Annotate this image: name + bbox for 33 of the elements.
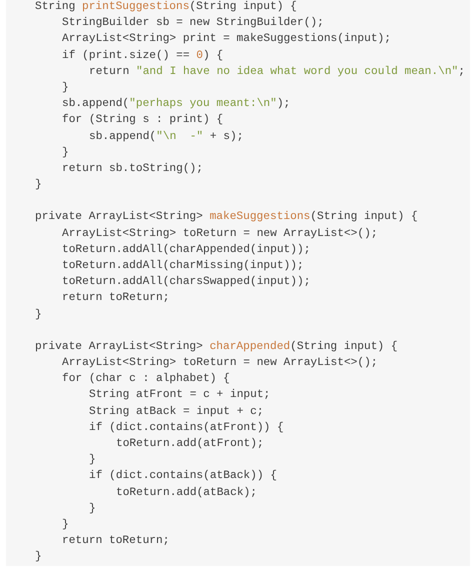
code-line: return "and I have no idea what word you could mean.\n"; <box>89 64 465 80</box>
code-line: if (dict.contains(atFront)) { <box>89 420 284 436</box>
code-line: } <box>35 178 42 194</box>
code-line: private ArrayList<String> charAppended(String input) { <box>35 340 398 355</box>
code-line: ArrayList<String> toReturn = new ArrayList<>(); <box>62 356 378 371</box>
code-line: toReturn.add(atFront); <box>116 437 264 452</box>
code-line: for (char c : alphabet) { <box>62 372 230 388</box>
code-line: } <box>89 502 96 517</box>
code-line: } <box>89 453 96 468</box>
code-line: private ArrayList<String> makeSuggestions(String input) { <box>35 210 418 226</box>
code-line: } <box>35 308 42 323</box>
code-line: if (dict.contains(atBack)) { <box>89 469 277 484</box>
code-line: } <box>62 146 69 161</box>
code-line: toReturn.add(atBack); <box>116 486 257 501</box>
code-line: } <box>62 518 69 533</box>
code-line: return toReturn; <box>62 534 170 550</box>
code-line: sb.append("perhaps you meant:\n"); <box>62 97 290 112</box>
code-line: String printSuggestions(String input) { <box>35 0 297 15</box>
code-line: sb.append("\n -" + s); <box>89 130 244 145</box>
code-line: StringBuilder sb = new StringBuilder(); <box>62 16 324 32</box>
code-line: toReturn.addAll(charMissing(input)); <box>62 259 304 274</box>
code-line: String atBack = input + c; <box>89 404 264 420</box>
code-line: ArrayList<String> print = makeSuggestions(input); <box>62 32 391 48</box>
code-line: return toReturn; <box>62 291 170 306</box>
code-line: String atFront = c + input; <box>89 388 270 404</box>
code-line: } <box>62 81 69 96</box>
code-line: toReturn.addAll(charAppended(input)); <box>62 242 310 258</box>
code-line: return sb.toString(); <box>62 162 203 177</box>
code-line: ArrayList<String> toReturn = new ArrayList<>(); <box>62 226 378 242</box>
code-line: } <box>35 550 42 566</box>
code-line: toReturn.addAll(charsSwapped(input)); <box>62 275 310 290</box>
code-line: if (print.size() == 0) { <box>62 48 224 64</box>
code-line: for (String s : print) { <box>62 113 224 128</box>
